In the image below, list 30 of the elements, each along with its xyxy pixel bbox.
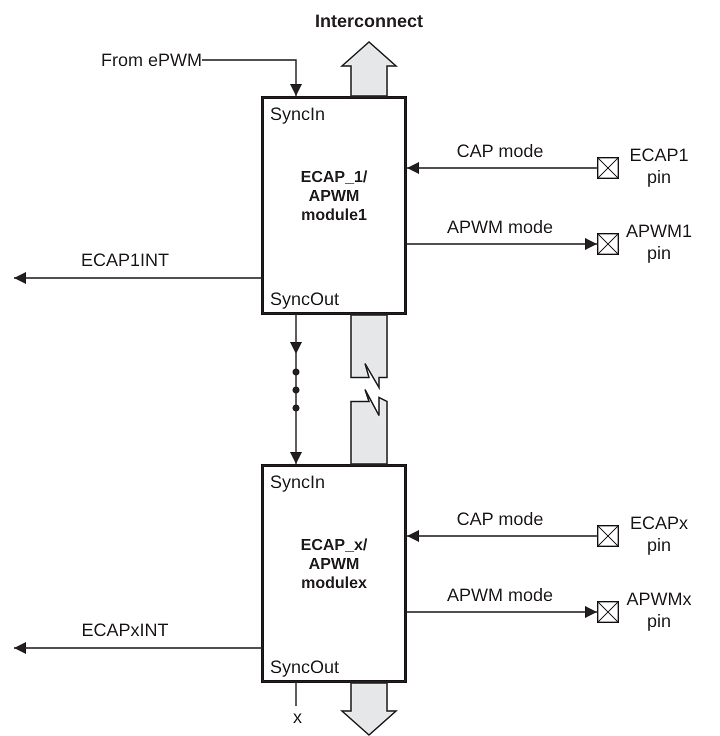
signal-label: From ePWM <box>62 49 202 71</box>
pin-symbol <box>597 233 619 255</box>
port-label: SyncIn <box>270 471 326 493</box>
pin-label: ECAP1 pin <box>628 144 690 188</box>
bus-arrow <box>350 314 388 465</box>
signal-label: x <box>290 706 302 728</box>
pin-symbol <box>597 525 619 547</box>
arrow <box>407 606 597 618</box>
module-title: ECAP_x/ APWM modulex <box>300 536 368 593</box>
bus-arrow <box>340 41 398 97</box>
pin-label: APWM1 pin <box>624 220 693 264</box>
arrow <box>407 162 597 174</box>
pin-symbol <box>597 157 619 179</box>
port-label: SyncOut <box>270 288 340 310</box>
port-label: SyncOut <box>270 656 340 678</box>
arrow <box>14 642 261 654</box>
arrow <box>14 272 261 284</box>
pin-label: ECAPx pin <box>628 512 690 556</box>
module-box <box>261 96 407 315</box>
arrow <box>407 530 597 542</box>
bus-arrow <box>340 682 398 736</box>
bus-label: Interconnect <box>314 10 424 32</box>
arrow <box>290 315 302 464</box>
arrow <box>202 59 302 96</box>
module-box <box>261 464 407 683</box>
arrow <box>407 238 597 250</box>
pin-label: APWMx pin <box>626 588 692 632</box>
module-title: ECAP_1/ APWM module1 <box>300 168 368 225</box>
pin-symbol <box>597 601 619 623</box>
port-label: SyncIn <box>270 103 326 125</box>
